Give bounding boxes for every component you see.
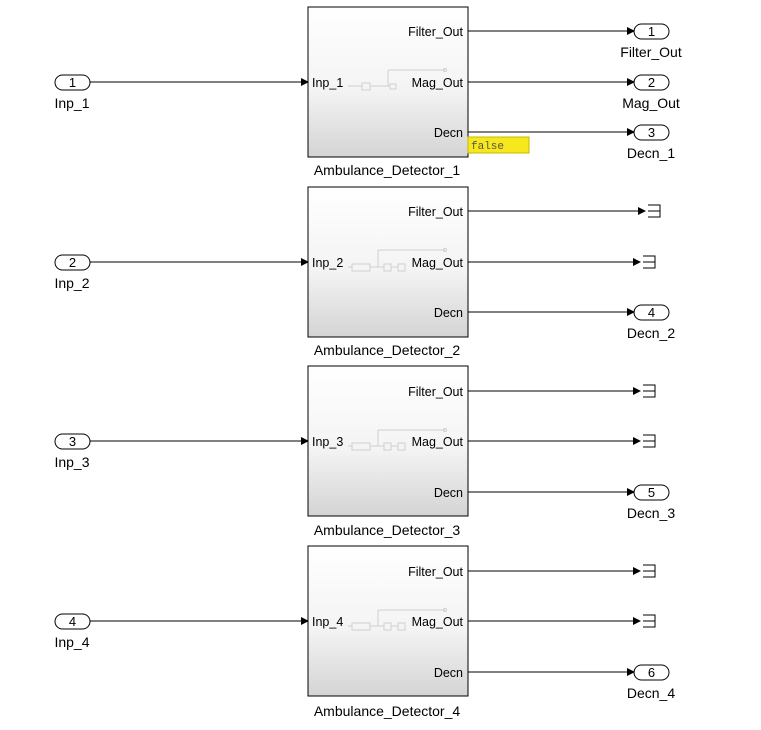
port-label-inp: Inp_1 — [312, 76, 343, 90]
outport-label: Decn_3 — [627, 505, 675, 521]
block-name: Ambulance_Detector_3 — [314, 522, 461, 538]
port-label-filter-out: Filter_Out — [408, 205, 463, 219]
inport-number: 4 — [69, 614, 76, 629]
subsystem-block-ambulance-detector-4[interactable]: Inp_4 Filter_Out Mag_Out Decn — [307, 545, 469, 697]
inport-1[interactable]: 1 — [54, 74, 91, 91]
outport-number: 1 — [648, 24, 655, 39]
port-label-decn: Decn — [434, 666, 463, 680]
block-name: Ambulance_Detector_2 — [314, 342, 461, 358]
inport-label: Inp_1 — [54, 95, 89, 111]
outport-number: 5 — [648, 485, 655, 500]
port-label-decn: Decn — [434, 486, 463, 500]
port-label-filter-out: Filter_Out — [408, 25, 463, 39]
subsystem-preview — [348, 248, 447, 272]
terminator-block[interactable] — [643, 434, 656, 448]
port-label-mag-out: Mag_Out — [412, 615, 464, 629]
outport-label: Decn_2 — [627, 325, 675, 341]
port-label-mag-out: Mag_Out — [412, 256, 464, 270]
port-label-inp: Inp_4 — [312, 615, 343, 629]
terminator-block[interactable] — [643, 614, 656, 628]
outport-1[interactable]: 1 — [633, 23, 670, 40]
outport-4[interactable]: 4 — [633, 304, 670, 321]
outport-5[interactable]: 5 — [633, 484, 670, 501]
outport-label: Decn_1 — [627, 145, 675, 161]
terminator-block[interactable] — [643, 384, 656, 398]
port-label-mag-out: Mag_Out — [412, 435, 464, 449]
outport-label: Filter_Out — [620, 44, 682, 60]
subsystem-block-ambulance-detector-1[interactable]: Inp_1 Filter_Out Mag_Out Decn — [307, 6, 469, 158]
subsystem-block-ambulance-detector-2[interactable]: Inp_2 Filter_Out Mag_Out Decn — [307, 186, 469, 338]
subsystem-preview — [348, 428, 447, 451]
inport-number: 1 — [69, 75, 76, 90]
port-label-filter-out: Filter_Out — [408, 385, 463, 399]
terminator-block[interactable] — [648, 204, 661, 218]
inport-number: 2 — [69, 255, 76, 270]
outport-number: 3 — [648, 125, 655, 140]
block-name: Ambulance_Detector_4 — [314, 703, 461, 719]
port-label-decn: Decn — [434, 126, 463, 140]
inport-2[interactable]: 2 — [54, 254, 91, 271]
outport-number: 6 — [648, 665, 655, 680]
subsystem-preview — [348, 608, 447, 631]
terminator-block[interactable] — [643, 564, 656, 578]
port-label-inp: Inp_3 — [312, 435, 343, 449]
subsystem-block-ambulance-detector-3[interactable]: Inp_3 Filter_Out Mag_Out Decn — [307, 365, 469, 517]
outport-number: 4 — [648, 305, 655, 320]
outport-number: 2 — [648, 75, 655, 90]
inport-number: 3 — [69, 434, 76, 449]
inport-label: Inp_3 — [54, 454, 89, 470]
port-label-mag-out: Mag_Out — [412, 76, 464, 90]
outport-6[interactable]: 6 — [633, 664, 670, 681]
display-value: false — [471, 141, 504, 153]
port-label-filter-out: Filter_Out — [408, 565, 463, 579]
outport-3[interactable]: 3 — [633, 124, 670, 141]
outport-2[interactable]: 2 — [633, 74, 670, 91]
inport-label: Inp_2 — [54, 275, 89, 291]
value-display: false — [467, 136, 530, 154]
inport-3[interactable]: 3 — [54, 433, 91, 450]
block-name: Ambulance_Detector_1 — [314, 162, 461, 178]
port-label-decn: Decn — [434, 306, 463, 320]
inport-label: Inp_4 — [54, 634, 89, 650]
subsystem-preview — [348, 68, 447, 91]
inport-4[interactable]: 4 — [54, 613, 91, 630]
outport-label: Mag_Out — [622, 95, 680, 111]
terminator-block[interactable] — [643, 255, 656, 269]
outport-label: Decn_4 — [627, 685, 675, 701]
port-label-inp: Inp_2 — [312, 256, 343, 270]
